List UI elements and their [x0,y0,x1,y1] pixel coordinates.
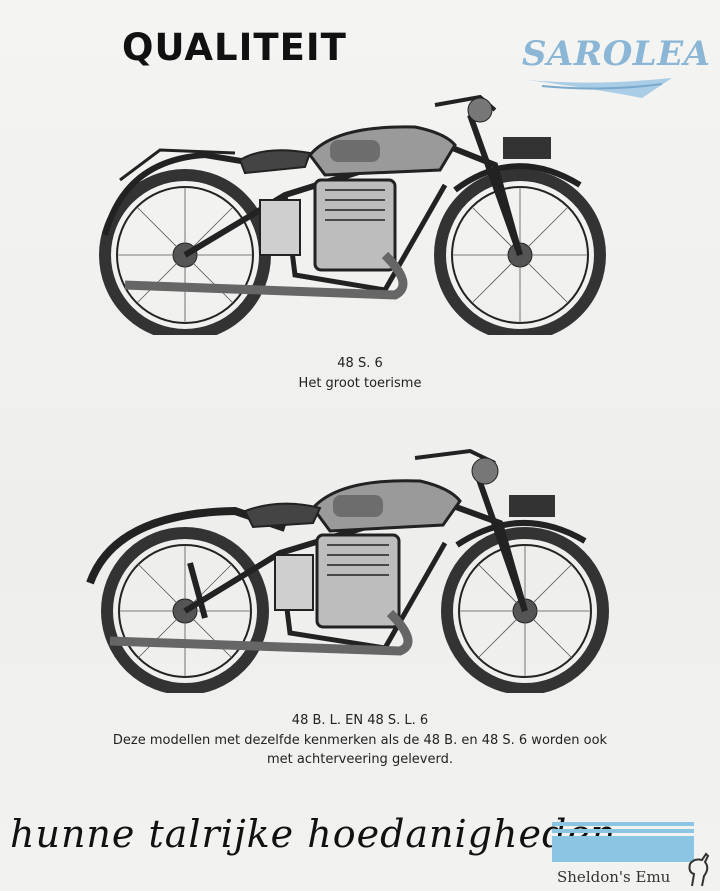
footer-tagline: hunne talrijke hoedanigheden [10,812,617,856]
model-2-description-cont: met achterveering geleverd. [266,752,453,767]
logo-swoosh-icon [528,78,672,98]
model-2-name: 48 B. L. EN 48 S. L. 6 [291,713,429,728]
model-2-description: Deze modellen met dezelfde kenmerken als… [112,733,608,748]
model-1-name: 48 S. 6 [337,356,383,371]
motorcycle-illustration [99,94,606,335]
page-title: QUALITEIT [122,26,347,69]
watermark: Sheldon's Emu [557,868,671,886]
emu-icon [688,852,710,887]
decorative-stripe [552,822,694,862]
motorcycle-illustration [86,448,609,693]
model-1-description: Het groot toerisme [298,376,422,391]
brand-logo: SAROLEA [522,28,710,108]
